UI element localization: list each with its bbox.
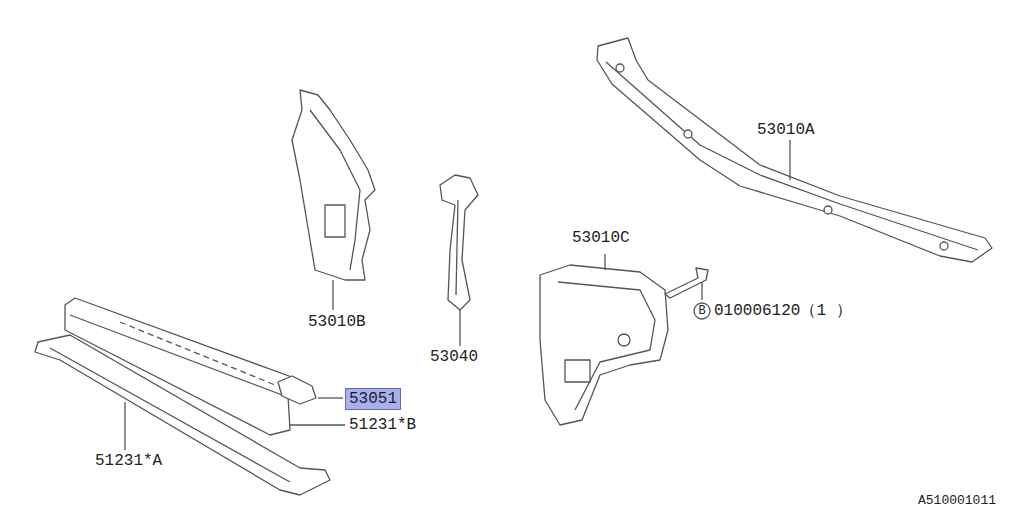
leader-line [789,140,790,180]
hole [940,242,948,250]
leader-line [290,424,345,425]
hole [684,130,692,138]
leader-line [332,280,333,310]
panel-edge [558,282,655,410]
hole [618,334,630,346]
channel-edge [50,348,290,482]
leader-line [124,402,125,450]
dashed-guide [120,322,275,385]
callout-number: 53040 [430,348,478,366]
callout-number: 51231*B [349,416,416,434]
hole [824,206,832,214]
leader-line [701,282,702,300]
callout-number: 51231*A [95,452,162,470]
panel-edge [310,110,360,270]
callout-number: 010006120（1 ） [714,302,852,320]
callout-number: 53010C [572,229,630,247]
stay-rib [456,200,458,295]
leader-line [604,254,605,270]
symbol-letter: B [698,304,705,318]
leader-line [318,397,343,398]
leader-line [459,310,460,346]
part-number: 53051 [349,390,397,408]
cowl-channel [35,335,330,495]
callout-number: 53010B [308,313,366,331]
highlight-box: 53051 [345,388,401,410]
figure-code: A510001011 [918,493,996,508]
side-panel [540,265,668,425]
panel-opening [565,360,590,382]
stay [440,175,478,310]
callout-number: 53010A [757,121,815,139]
side-panel [292,90,375,280]
clip [278,376,316,404]
symbol-circle [694,303,710,319]
beam-edge [606,62,978,250]
panel-opening [325,205,345,237]
hole [616,64,624,72]
upper-beam [597,38,992,262]
